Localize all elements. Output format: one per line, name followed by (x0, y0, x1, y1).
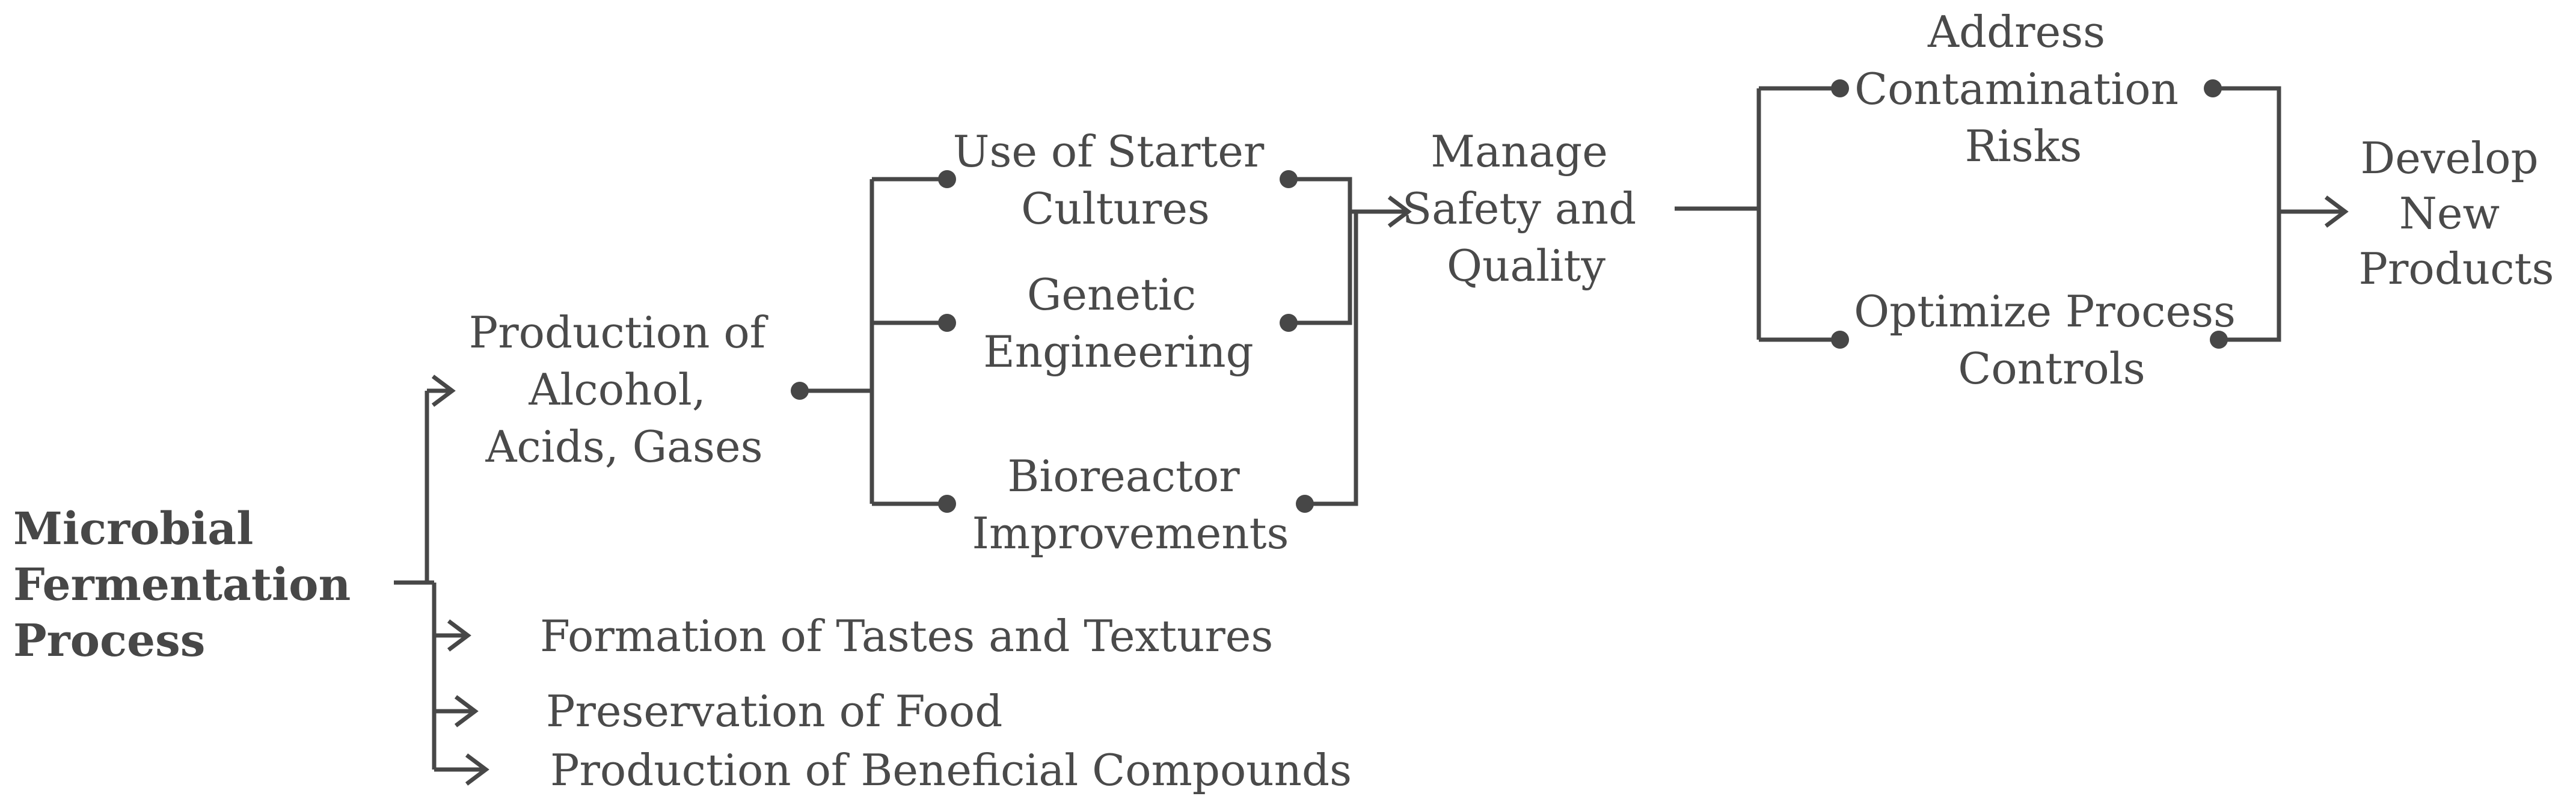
production-alcohol-node-label: Production of Alcohol, Acids, Gases (469, 307, 779, 472)
connector-dot-icon (2210, 331, 2228, 349)
root-branch-connectors (394, 388, 486, 772)
label-line: Contamination (1854, 64, 2179, 114)
connector-dot-icon (938, 170, 956, 188)
arrowhead-icon (431, 375, 489, 786)
label-line: Cultures (1021, 183, 1210, 234)
label-line: Address (1927, 7, 2105, 57)
connector-dot-icon (1280, 170, 1298, 188)
connector-dot-icon (1831, 79, 1849, 97)
safety-to-actions-connectors (1675, 86, 1840, 342)
label-line: Products (2359, 243, 2554, 294)
label-line: Engineering (983, 326, 1254, 377)
actions-to-develop-connectors (2213, 86, 2349, 342)
label-line: Bioreactor (1007, 451, 1240, 501)
label-line: Production of (469, 307, 768, 358)
contamination-risks-node-label: Address Contamination Risks (1854, 7, 2192, 171)
connector-dot-icon (791, 382, 809, 400)
beneficial-compounds-node-label: Production of Beneficial Compounds (550, 745, 1352, 795)
manage-safety-quality-node-label: Manage Safety and Quality (1402, 126, 1650, 291)
bioreactor-improvements-node-label: Bioreactor Improvements (972, 451, 1289, 559)
connector-dot-icon (2204, 79, 2222, 97)
connector-dot-icon (1296, 495, 1314, 513)
root-node-label: Microbial Fermentation Process (13, 503, 366, 667)
techniques-to-safety-connectors (1289, 177, 1412, 506)
label-line: Optimize Process (1854, 286, 2236, 337)
label-line: Quality (1447, 240, 1605, 291)
label-line: Safety and (1402, 183, 1636, 234)
tastes-textures-node-label: Formation of Tastes and Textures (540, 611, 1273, 661)
preservation-node-label: Preservation of Food (546, 686, 1002, 736)
label-line: Improvements (972, 508, 1289, 559)
label-line: Process (13, 615, 205, 667)
label-line: Genetic (1027, 269, 1196, 320)
genetic-engineering-node-label: Genetic Engineering (983, 269, 1254, 377)
optimize-process-controls-node-label: Optimize Process Controls (1854, 286, 2249, 394)
production-to-techniques-connectors (800, 177, 947, 506)
label-line: Acids, Gases (485, 421, 762, 472)
label-line: Develop (2361, 133, 2539, 183)
label-line: Controls (1958, 343, 2145, 394)
label-line: Risks (1965, 121, 2082, 171)
label-line: Use of Starter (953, 126, 1265, 177)
connector-dot-icon (938, 314, 956, 332)
label-line: New (2399, 188, 2500, 239)
label-line: Fermentation (13, 559, 351, 611)
label-line: Manage (1431, 126, 1608, 177)
label-line: Alcohol, (528, 364, 705, 415)
connector-dot-icon (1280, 314, 1298, 332)
develop-new-products-node-label: Develop New Products (2359, 133, 2554, 294)
label-line: Microbial (13, 503, 253, 555)
starter-cultures-node-label: Use of Starter Cultures (953, 126, 1278, 234)
connector-dot-icon (938, 495, 956, 513)
connector-dot-icon (1831, 331, 1849, 349)
